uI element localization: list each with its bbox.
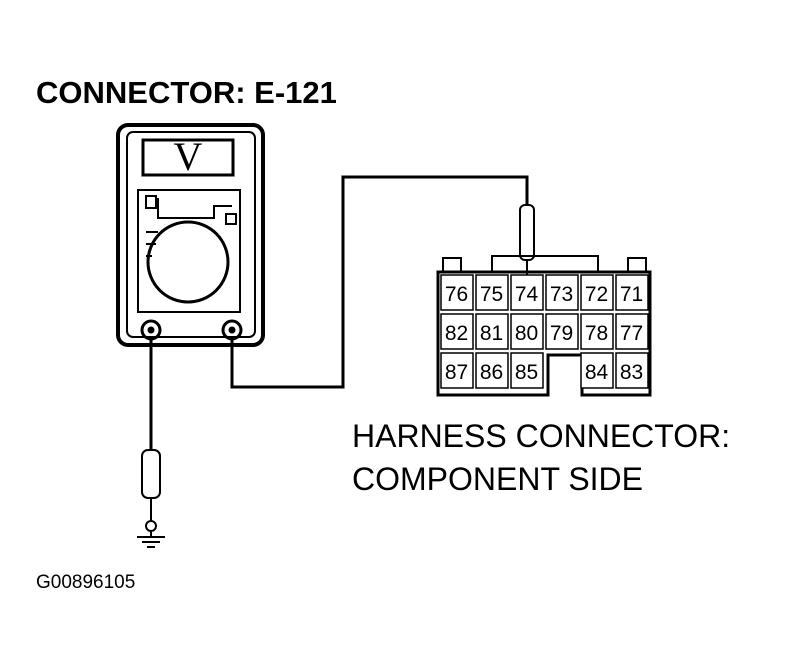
pin-cell: [475, 274, 509, 311]
pin-label: 73: [550, 283, 573, 306]
dial-plate: [137, 189, 241, 313]
connector-title: CONNECTOR: E-121: [36, 75, 337, 110]
pin-label: 84: [585, 361, 609, 384]
range-indicator: [225, 213, 237, 225]
pin-cell: [440, 313, 474, 350]
connector-latch: [627, 257, 647, 273]
pin-cell: [580, 274, 614, 311]
pin-label: 74: [515, 283, 539, 306]
connector-pins: 76 75 74 73 72 71 82 81 80 79 78 77 87 86 85 84 83: [440, 274, 649, 389]
pin-label: 87: [445, 361, 468, 384]
pin-cell: [545, 274, 579, 311]
pin-cell: [615, 313, 649, 350]
multimeter: V: [116, 123, 265, 347]
positive-test-lead: [230, 175, 529, 389]
pin-label: 83: [620, 361, 643, 384]
rotary-dial: [146, 220, 230, 304]
range-indicator: [145, 195, 157, 209]
pin-cell: [580, 313, 614, 350]
pin-cell: [510, 274, 544, 311]
connector-caption-line2: COMPONENT SIDE: [352, 461, 643, 497]
pin-label: 85: [515, 361, 538, 384]
pin-label: 77: [620, 322, 643, 345]
pin-label: 71: [620, 283, 643, 306]
pin-label: 78: [585, 322, 608, 345]
meter-display-value: V: [174, 134, 203, 179]
pin-cell: [475, 352, 509, 389]
pin-cell: [580, 352, 614, 389]
pin-label: 82: [445, 322, 468, 345]
harness-connector: 76 75 74 73 72 71 82 81 80 79 78 77 87 86 85 84 83: [436, 255, 652, 397]
meter-inner-frame: [126, 131, 256, 338]
figure-code: G00896105: [36, 572, 135, 593]
ground-probe: [141, 449, 161, 532]
pin-cell: [440, 352, 474, 389]
pin-cell: [615, 274, 649, 311]
connector-caption-line1: HARNESS CONNECTOR:: [352, 418, 730, 454]
back-probe: [519, 204, 535, 280]
dial-ticks: [146, 231, 158, 257]
pin-cell: [510, 352, 544, 389]
pin-label: 86: [480, 361, 503, 384]
pin-label: 76: [445, 283, 468, 306]
com-jack-hole: [147, 326, 155, 334]
volt-jack-hole: [228, 326, 236, 334]
pin-cell: [545, 313, 579, 350]
connector-lock-tab: [491, 255, 599, 272]
pin-label: 81: [480, 322, 503, 345]
pin-cell: [510, 313, 544, 350]
pin-cell: [440, 274, 474, 311]
dial-marking: [157, 198, 232, 219]
pin-label: 75: [480, 283, 503, 306]
pin-label: 79: [550, 322, 573, 345]
ground-icon: [137, 531, 165, 548]
pin-label: 80: [515, 322, 538, 345]
meter-body: [116, 123, 265, 347]
meter-display: [141, 138, 235, 177]
pin-label: 72: [585, 283, 608, 306]
connector-latch: [442, 257, 462, 273]
pin-cell: [615, 352, 649, 389]
pin-cell: [475, 313, 509, 350]
